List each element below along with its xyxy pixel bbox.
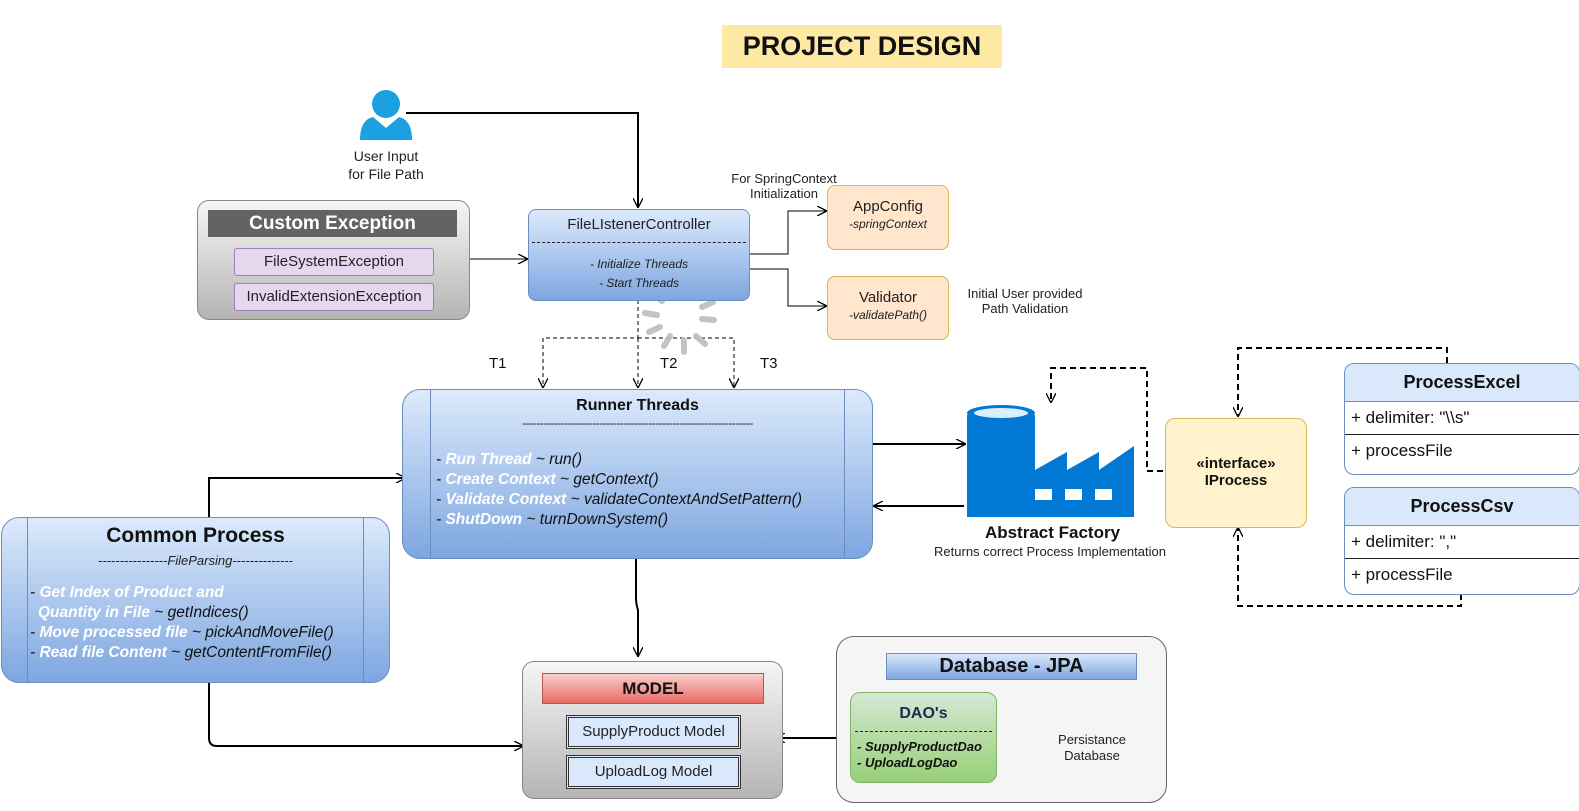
model-item: UploadLog Model: [566, 755, 741, 789]
process-csv-method: + processFile: [1345, 558, 1579, 591]
runner-method-sig: ~ getContext(): [555, 471, 659, 488]
factory-icon: [967, 405, 1134, 517]
process-csv-class: ProcessCsv + delimiter: "," + processFil…: [1344, 487, 1579, 595]
process-excel-class: ProcessExcel + delimiter: "\\s" + proces…: [1344, 363, 1579, 475]
common-method: - Move processed file ~ pickAndMoveFile(…: [30, 624, 334, 641]
common-method: Quantity in File ~ getIndices(): [38, 604, 249, 622]
exception-item: FileSystemException: [234, 248, 434, 276]
database-box: Database - JPA DAO's - SupplyProductDao …: [836, 636, 1167, 803]
runner-method: - ShutDown ~ turnDownSystem(): [436, 511, 669, 528]
runner-method-sig: ~ run(): [531, 451, 582, 468]
dao-box: DAO's - SupplyProductDao - UploadLogDao: [850, 692, 997, 783]
page-title: PROJECT DESIGN: [722, 25, 1002, 68]
factory-subtitle: Returns correct Process Implementation: [934, 544, 1166, 559]
file-listener-controller-box: FileLIstenerController - Initialize Thre…: [528, 209, 750, 301]
custom-exception-box: Custom Exception FileSystemException Inv…: [197, 200, 470, 320]
exception-item: InvalidExtensionException: [234, 283, 434, 311]
thread-t1: [543, 300, 639, 387]
app-config-title: AppConfig: [852, 198, 924, 215]
store-line2: Database: [1064, 748, 1120, 763]
database-title: Database - JPA: [886, 653, 1137, 680]
dao-item: - SupplyProductDao: [857, 739, 982, 754]
spring-context-note: For SpringContext Initialization: [720, 171, 848, 201]
arrow-common-to-runner: [208, 478, 405, 517]
runner-left-bar: [430, 390, 431, 558]
persistence-store-label: Persistance Database: [1032, 732, 1152, 764]
runner-threads-box: Runner Threads -------------------------…: [402, 389, 873, 559]
spring-note-line1: For SpringContext: [731, 171, 837, 186]
arrow-controller-to-appconfig: [748, 211, 826, 255]
iprocess-stereotype: «interface»: [1196, 455, 1276, 472]
custom-exception-title: Custom Exception: [208, 210, 457, 237]
model-item: SupplyProduct Model: [566, 715, 741, 749]
model-title: MODEL: [542, 673, 764, 704]
file-listener-divider: [532, 242, 746, 243]
runner-method-name: Validate Context: [445, 491, 567, 508]
iprocess-name: IProcess: [1204, 472, 1268, 489]
runner-method: - Validate Context ~ validateContextAndS…: [436, 491, 802, 508]
model-box: MODEL SupplyProduct Model UploadLog Mode…: [522, 661, 783, 799]
common-method-sig: ~ getContentFromFile(): [166, 644, 332, 661]
common-method-sig: ~ getIndices(): [149, 604, 249, 621]
dashed-iprocess-to-factory: [1051, 367, 1163, 472]
app-config-box: AppConfig -springContext: [827, 185, 949, 250]
user-caption-line1: User Input: [353, 148, 419, 164]
runner-method-name: Create Context: [445, 471, 556, 488]
runner-method-sig: ~ turnDownSystem(): [522, 511, 669, 528]
runner-right-bar: [844, 390, 845, 558]
process-excel-field: + delimiter: "\\s": [1351, 408, 1470, 427]
dashed-csv-to-iprocess: [1238, 528, 1462, 607]
file-listener-line: - Initialize Threads: [589, 257, 689, 271]
process-csv-title: ProcessCsv: [1345, 488, 1579, 526]
common-method: - Read file Content ~ getContentFromFile…: [30, 644, 332, 661]
common-method-name: Get Index of Product and: [39, 584, 224, 601]
user-caption-line2: for File Path: [348, 166, 424, 182]
factory-title: Abstract Factory: [984, 523, 1121, 542]
iprocess-interface-box: «interface» IProcess: [1165, 418, 1307, 528]
file-listener-line: - Start Threads: [598, 276, 680, 290]
common-method-name: Read file Content: [39, 644, 167, 661]
process-excel-method: + processFile: [1345, 434, 1579, 467]
user-caption: User Input for File Path: [330, 147, 442, 183]
validator-box: Validator -validatePath(): [827, 276, 949, 340]
common-method-sig: ~ pickAndMoveFile(): [187, 624, 334, 641]
common-method-name: Move processed file: [39, 624, 188, 641]
store-line1: Persistance: [1058, 732, 1126, 747]
thread-label-t2: T2: [660, 355, 678, 372]
file-listener-title: FileLIstenerController: [567, 216, 711, 233]
common-process-box: Common Process ----------------FileParsi…: [1, 517, 390, 683]
common-process-subtitle: ----------------FileParsing-------------…: [98, 553, 293, 568]
validation-note-line2: Path Validation: [981, 301, 1069, 316]
common-right-bar: [363, 518, 364, 682]
validator-title: Validator: [858, 289, 918, 306]
common-method: - Get Index of Product and: [30, 584, 224, 601]
runner-separator: ----------------------------------------…: [522, 416, 753, 430]
spring-note-line2: Initialization: [750, 186, 818, 201]
thread-label-t1: T1: [489, 355, 507, 372]
app-config-sub: -springContext: [848, 217, 928, 231]
arrow-common-to-model: [208, 681, 523, 746]
process-excel-title: ProcessExcel: [1345, 364, 1579, 402]
common-left-bar: [27, 518, 28, 682]
runner-method-name: Run Thread: [445, 451, 532, 468]
arrow-user-to-controller: [406, 112, 638, 207]
dao-title: DAO's: [899, 705, 948, 722]
dao-divider: [855, 731, 992, 732]
arrow-controller-to-validator: [748, 268, 826, 306]
validator-sub: -validatePath(): [848, 308, 928, 322]
runner-title: Runner Threads: [576, 397, 699, 414]
runner-method-sig: ~ validateContextAndSetPattern(): [566, 491, 802, 508]
common-method-name: Quantity in File: [38, 604, 150, 621]
dao-item: - UploadLogDao: [857, 755, 958, 770]
user-icon: [360, 90, 412, 140]
runner-method: - Create Context ~ getContext(): [436, 471, 659, 488]
process-csv-field: + delimiter: ",": [1351, 532, 1457, 551]
validation-note-line1: Initial User provided: [967, 286, 1083, 301]
runner-method: - Run Thread ~ run(): [436, 451, 582, 468]
common-process-title: Common Process: [106, 524, 285, 547]
runner-method-name: ShutDown: [445, 511, 523, 528]
thread-label-t3: T3: [760, 355, 778, 372]
validation-note: Initial User provided Path Validation: [957, 286, 1093, 316]
arrow-runner-to-model: [636, 558, 638, 656]
